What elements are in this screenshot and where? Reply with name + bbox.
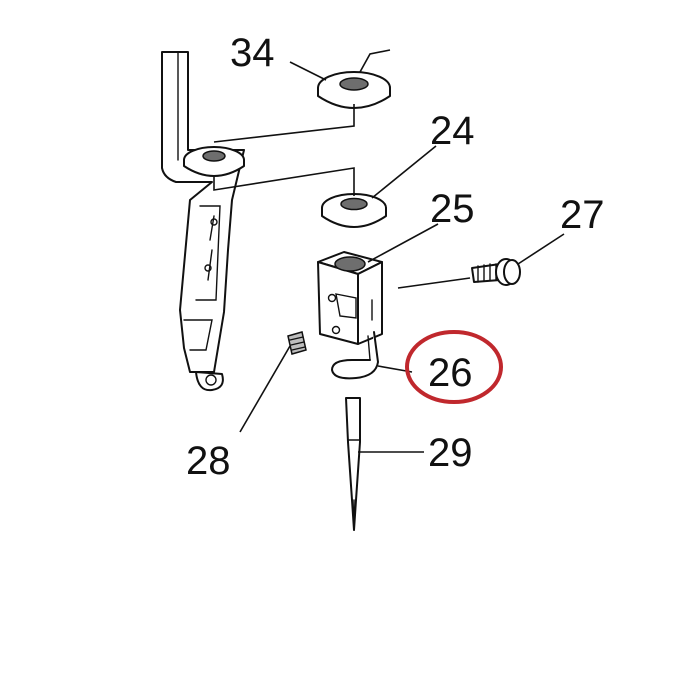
set-screw-28 — [287, 331, 307, 355]
washer-frame — [183, 146, 245, 177]
highlight-circle — [405, 330, 503, 404]
washer-24 — [321, 193, 387, 228]
callout-27: 27 — [560, 193, 605, 237]
callout-26: 26 — [428, 351, 473, 395]
needle-bar-frame — [161, 51, 245, 392]
callout-24: 24 — [430, 109, 475, 153]
callout-25: 25 — [430, 187, 475, 231]
thread-guide-26 — [331, 331, 379, 380]
screw-27 — [471, 258, 521, 286]
assembly-lines — [213, 104, 355, 196]
leader-lines — [239, 49, 565, 453]
callout-28: 28 — [186, 439, 231, 483]
needle-29 — [345, 397, 361, 531]
washer-34 — [317, 71, 391, 109]
needle-clamp-25 — [317, 251, 383, 345]
callout-34: 34 — [230, 31, 275, 75]
callout-29: 29 — [428, 431, 473, 475]
